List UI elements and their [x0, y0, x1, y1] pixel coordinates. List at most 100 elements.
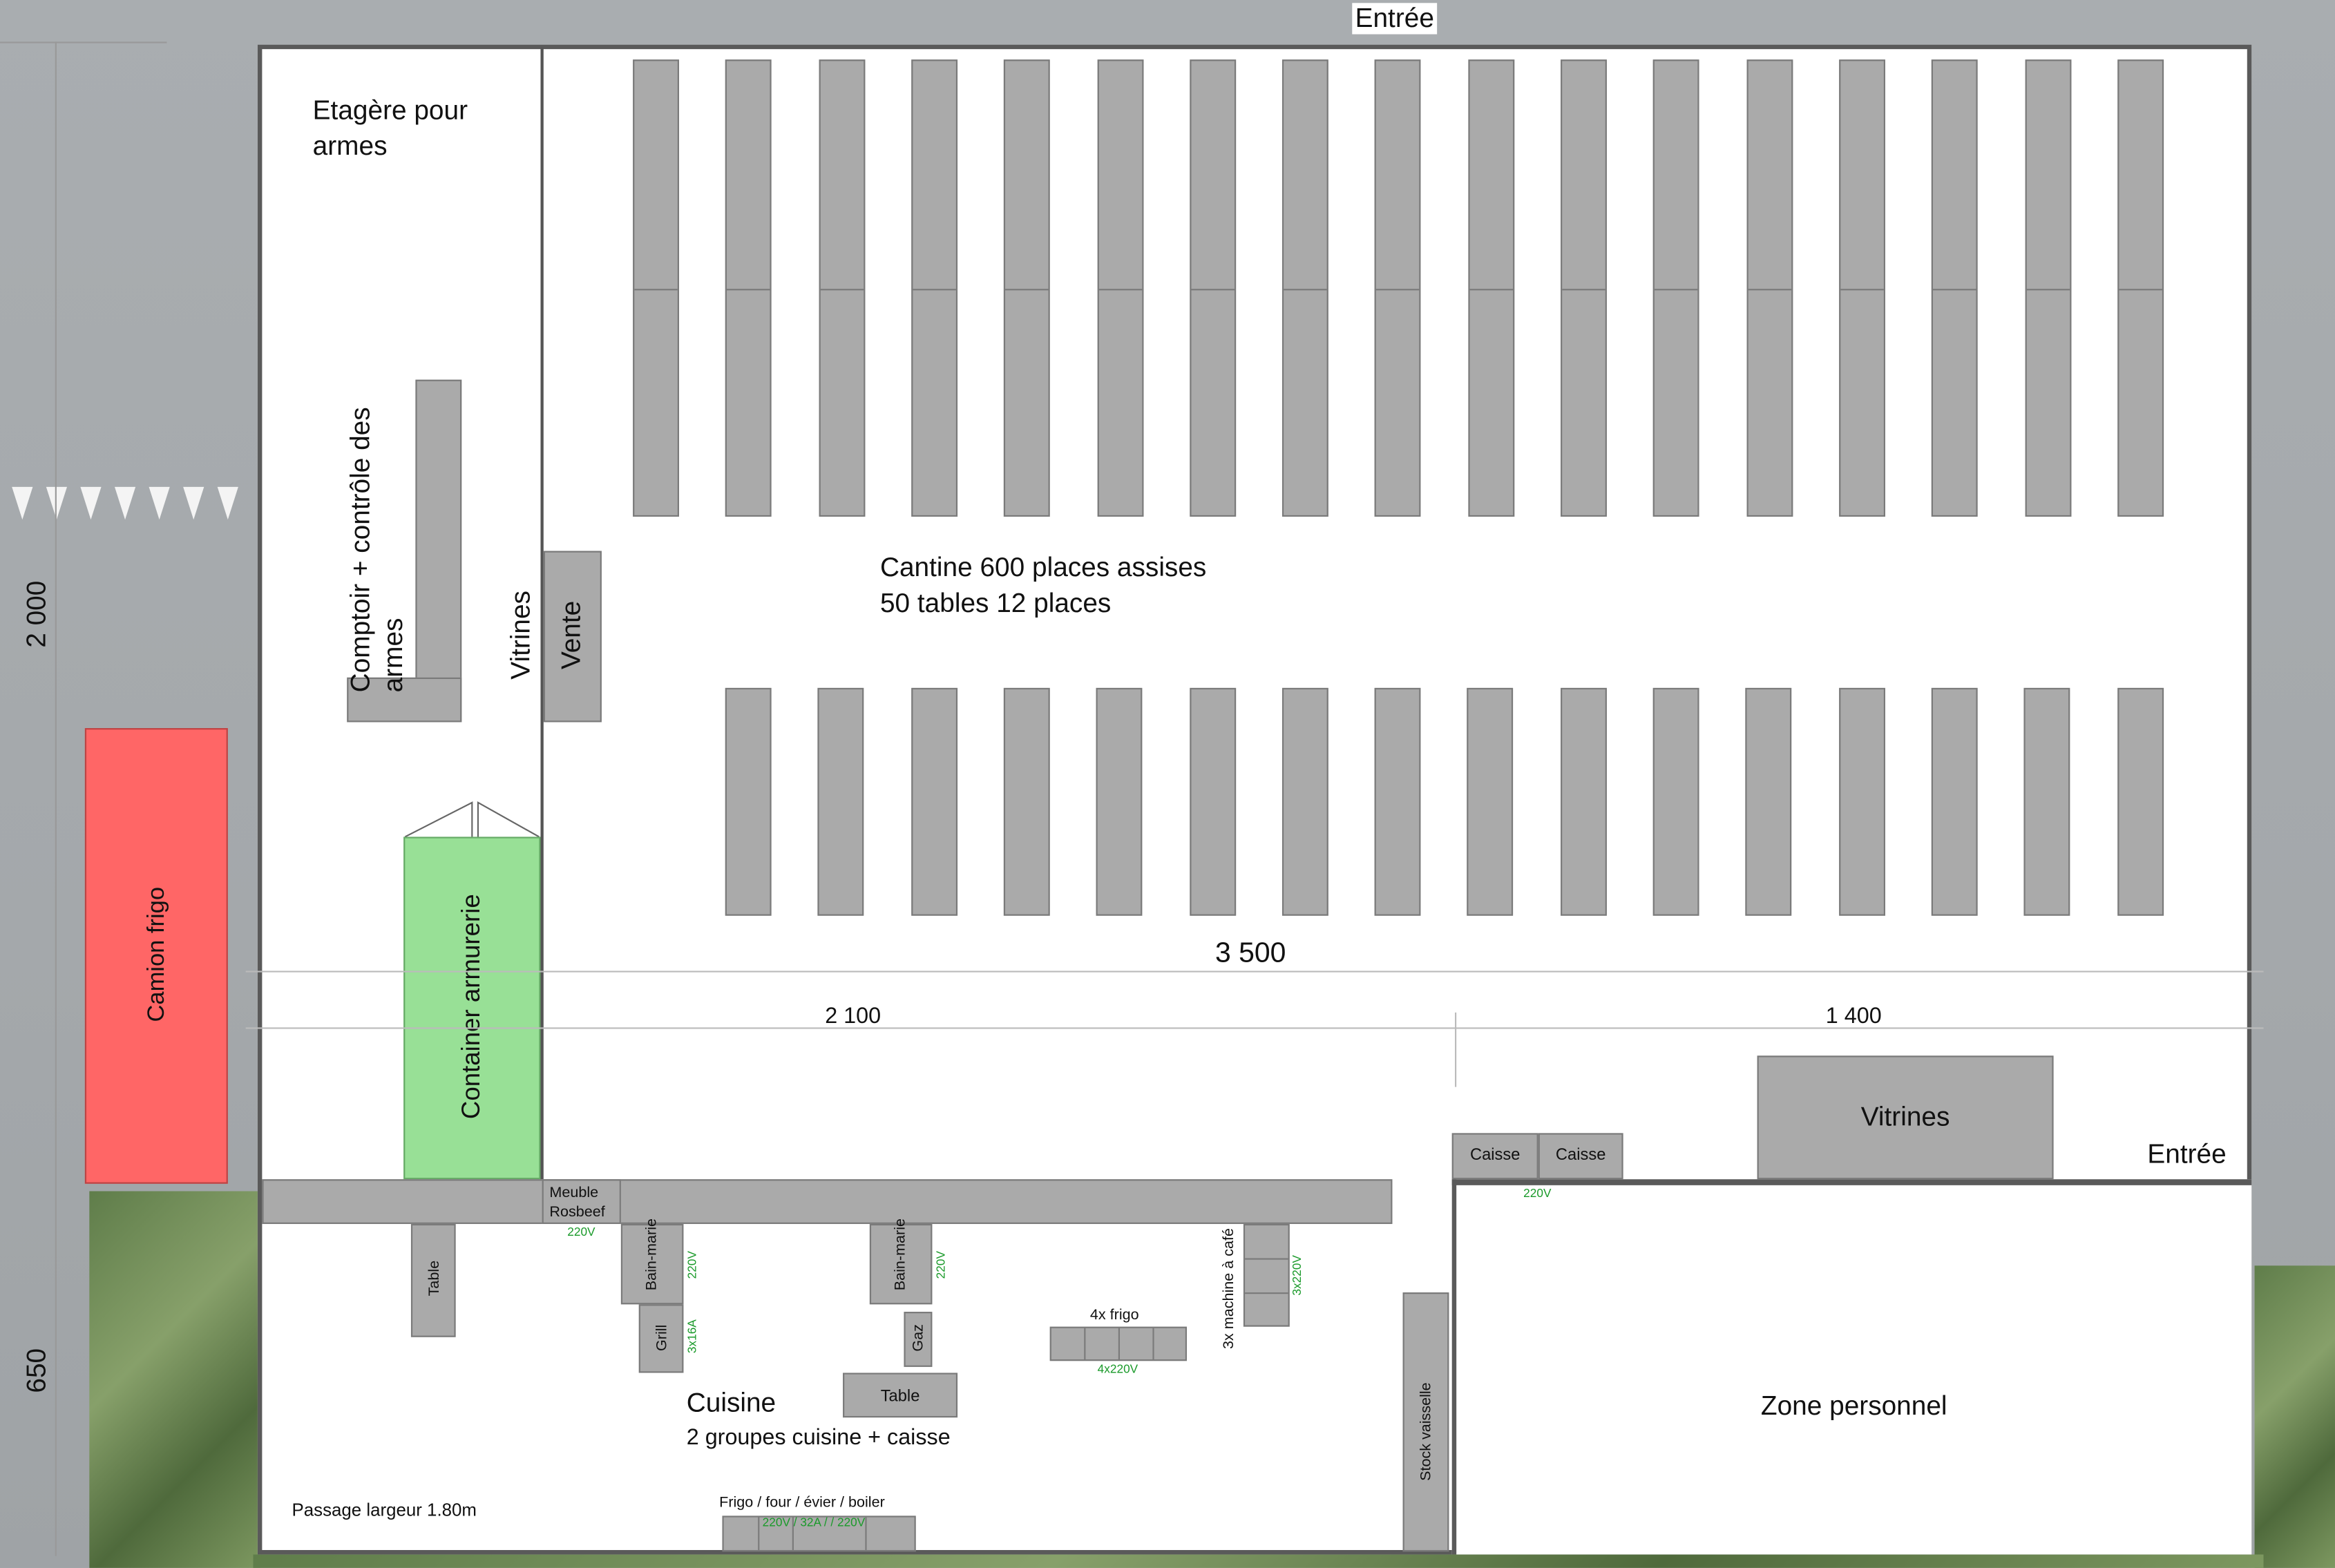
- frigo-four-units: [722, 1516, 916, 1552]
- cantine-table: [1652, 687, 1699, 916]
- grass-area: [2254, 1265, 2335, 1568]
- cantine-table: [1281, 687, 1328, 916]
- dimension-line: [55, 41, 57, 1556]
- grass-area: [253, 1554, 2264, 1568]
- dimension-line: [0, 41, 167, 44]
- camion-frigo: Camion frigo: [84, 728, 228, 1184]
- bain-marie-label: Bain-marie: [893, 1218, 909, 1291]
- frigo-four-label: Frigo / four / évier / boiler: [719, 1495, 885, 1511]
- vitrines-left-label: Vitrines: [505, 591, 535, 680]
- frigo4-power: 4x220V: [1097, 1362, 1138, 1376]
- grill-power: 3x16A: [685, 1319, 700, 1354]
- cantine-table: [818, 59, 865, 517]
- cantine-table: [1096, 687, 1143, 916]
- passage-label: Passage largeur 1.80m: [292, 1499, 477, 1520]
- table-label: Table: [426, 1260, 444, 1297]
- cantine-table: [1467, 59, 1514, 517]
- cuisine-sub-label: 2 groupes cuisine + caisse: [686, 1424, 951, 1451]
- vitrines-right-label: Vitrines: [1860, 1102, 1950, 1132]
- caisse: Caisse: [1538, 1133, 1623, 1180]
- cantine-table: [1931, 687, 1978, 916]
- comptoir: [415, 379, 462, 723]
- caisse-label: Caisse: [1555, 1146, 1606, 1165]
- meuble-label: Meuble Rosbeef: [549, 1185, 605, 1221]
- cantine-table: [1746, 687, 1792, 916]
- cantine-table: [2117, 687, 2164, 916]
- meuble-power: 220V: [567, 1225, 595, 1239]
- dimension-width-left: 2 100: [825, 1003, 881, 1029]
- cantine-table: [633, 59, 679, 517]
- frigo4-label: 4x frigo: [1089, 1307, 1139, 1324]
- cantine-table: [2024, 59, 2071, 517]
- kitchen-counter: [262, 1179, 1393, 1224]
- caisse-power: 220V: [1523, 1187, 1552, 1201]
- cantine-table: [1746, 59, 1793, 517]
- table-label: Table: [880, 1388, 920, 1406]
- vente-counter: Vente: [543, 551, 602, 723]
- comptoir: [347, 677, 462, 723]
- bain-marie: Bain-marie: [620, 1218, 684, 1305]
- container-armurerie: Container armurerie: [403, 836, 541, 1180]
- frigo-units: [1049, 1326, 1188, 1361]
- stock-label: Stock vaisselle: [1418, 1382, 1435, 1481]
- cantine-table: [1838, 59, 1885, 517]
- zone-personnel-label: Zone personnel: [1760, 1390, 1947, 1421]
- cantine-label: Cantine 600 places assises 50 tables 12 …: [880, 549, 1206, 620]
- gaz-label: Gaz: [911, 1324, 927, 1352]
- cantine-table: [1375, 59, 1422, 517]
- cantine-table: [1096, 59, 1143, 517]
- entrance-label-right: Entrée: [2147, 1139, 2227, 1169]
- vitrines-right: Vitrines: [1757, 1055, 2054, 1180]
- caisse-label: Caisse: [1469, 1146, 1521, 1165]
- cantine-table: [1004, 59, 1051, 517]
- dimension-height-kitchen: 650: [21, 1348, 52, 1393]
- dimension-width-right: 1 400: [1825, 1003, 1882, 1029]
- cantine-table: [1282, 59, 1328, 517]
- cantine-table: [1561, 59, 1607, 517]
- cantine-table: [1003, 687, 1050, 916]
- cantine-table: [1838, 687, 1885, 916]
- cantine-table: [725, 687, 772, 916]
- dimension-width-total: 3 500: [1214, 938, 1286, 970]
- container-doors: [404, 801, 540, 838]
- bain-marie-power: 220V: [934, 1251, 949, 1279]
- camion-label: Camion frigo: [144, 886, 170, 1022]
- bain-marie-power: 220V: [685, 1251, 700, 1279]
- cafe-power: 3x220V: [1290, 1255, 1304, 1296]
- cafe-label: 3x machine à café: [1221, 1227, 1238, 1349]
- coffee-machines: [1243, 1223, 1290, 1327]
- cantine-table: [1932, 59, 1979, 517]
- cantine-table: [1189, 59, 1236, 517]
- vente-label: Vente: [556, 600, 587, 670]
- cantine-table: [2023, 687, 2070, 916]
- grill-label: Grill: [654, 1324, 671, 1351]
- grass-area: [89, 1191, 261, 1568]
- entrance-label-top: Entrée: [1352, 3, 1438, 35]
- dimension-line: [245, 971, 2264, 973]
- cantine-table: [1189, 687, 1236, 916]
- dimension-line: [245, 1027, 2264, 1029]
- cantine-table: [1374, 687, 1421, 916]
- wall: [540, 47, 544, 1180]
- container-label: Container armurerie: [457, 894, 486, 1120]
- cuisine-label: Cuisine: [686, 1388, 776, 1418]
- cantine-table: [911, 59, 957, 517]
- comptoir-label: Comptoir + contrôle des armes: [345, 407, 408, 693]
- cantine-table: [818, 687, 864, 916]
- cantine-table: [1653, 59, 1700, 517]
- table-center: Table: [843, 1373, 958, 1418]
- table-left: Table: [410, 1223, 456, 1337]
- cantine-table: [725, 59, 772, 517]
- zone-personnel: Zone personnel: [1451, 1179, 2252, 1555]
- meuble-rosbeef: Meuble Rosbeef: [542, 1179, 621, 1224]
- grill: Grill: [638, 1304, 684, 1373]
- cantine-line1: Cantine 600 places assises: [879, 552, 1207, 582]
- gaz: Gaz: [904, 1312, 933, 1367]
- dimension-line: [1455, 1012, 1457, 1087]
- etagere-label: Etagère pour armes: [312, 95, 468, 161]
- cantine-table: [2117, 59, 2164, 517]
- cantine-table: [1560, 687, 1607, 916]
- stock-vaisselle: Stock vaisselle: [1402, 1292, 1449, 1552]
- cantine-table: [1467, 687, 1514, 916]
